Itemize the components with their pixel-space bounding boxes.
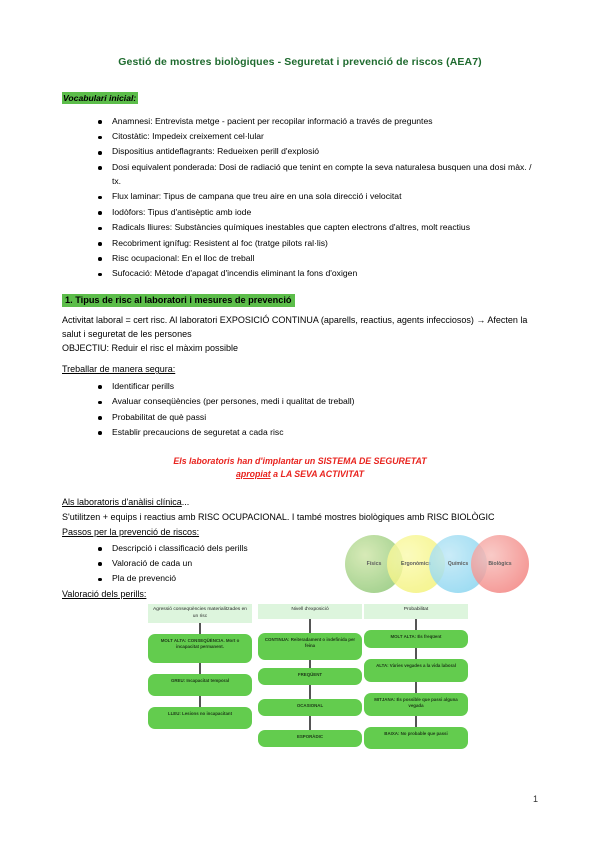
- flowchart-column-header: Nivell d'exposició: [258, 604, 362, 619]
- flowchart-box: ESPORÀDIC: [258, 730, 362, 747]
- section-1-heading: 1. Tipus de risc al laboratori i mesures…: [62, 293, 295, 308]
- list-item: Flux laminar: Tipus de campana que treu …: [98, 190, 538, 204]
- flowchart-box: MOLT ALTA: CONSEQÜÈNCIA. Mort o incapaci…: [148, 634, 252, 664]
- list-item: Identificar perills: [98, 380, 538, 394]
- flowchart-box: FREQÜENT: [258, 668, 362, 685]
- list-item: Dispositius antideflagrants: Redueixen p…: [98, 145, 538, 159]
- red-note-underlined-word: apropiat: [235, 468, 271, 479]
- list-item: Risc ocupacional: En el lloc de treball: [98, 252, 538, 266]
- labs-heading-underlined: Als laboratoris d'anàlisi clínica: [62, 497, 182, 508]
- list-item: Citostàtic: Impedeix creixement cel·lula…: [98, 130, 538, 144]
- labs-heading: Als laboratoris d'anàlisi clínica...: [62, 496, 538, 509]
- flowchart-column-header: Agressió conseqüències materialitzades e…: [148, 604, 252, 624]
- red-note-line-1: Els laboratoris han d'implantar un SISTE…: [173, 455, 427, 466]
- risk-valuation-flowchart: Agressió conseqüències materialitzades e…: [148, 604, 478, 782]
- valuation-heading: Valoració dels perills:: [62, 589, 147, 600]
- flowchart-column-exposure: Nivell d'exposició CONTINUA: Reiteradame…: [258, 604, 362, 747]
- section-1-paragraph-2: OBJECTIU: Reduir el risc el màxim possib…: [62, 342, 239, 353]
- risk-types-circles-diagram: Físics Ergonòmics Químics Biològics: [345, 535, 530, 593]
- vocabulary-list: Anamnesi: Entrevista metge - pacient per…: [62, 115, 538, 282]
- risk-circle-label: Ergonòmics: [401, 561, 431, 567]
- flowchart-column-header: Probabilitat: [364, 604, 468, 619]
- labs-paragraph: S'utilitzen + equips i reactius amb RISC…: [62, 511, 495, 522]
- safe-work-list: Identificar perills Avaluar conseqüèncie…: [62, 380, 538, 440]
- risk-circle-label: Biològics: [488, 561, 512, 567]
- vocabulary-heading-line: Vocabulari inicial:: [62, 88, 538, 106]
- flowchart-box: GREU: Incapacitat temporal: [148, 674, 252, 697]
- list-item: Descripció i classificació dels perills: [98, 542, 538, 556]
- red-note-line-2-rest: a LA SEVA ACTIVITAT: [270, 468, 365, 479]
- list-item: Radicals lliures: Substàncies químiques …: [98, 221, 538, 235]
- flowchart-column-consequences: Agressió conseqüències materialitzades e…: [148, 604, 252, 730]
- flowchart-box: OCASIONAL: [258, 699, 362, 716]
- safe-work-heading: Treballar de manera segura:: [62, 364, 176, 375]
- risk-circle-biologics: Biològics: [471, 535, 529, 593]
- flowchart-box: ALTA: Vàries vegades a la vida laboral: [364, 659, 468, 682]
- list-item: Avaluar conseqüències (per persones, med…: [98, 395, 538, 409]
- flowchart-box: LLEU: Lesions no incapacitant: [148, 707, 252, 730]
- list-item: Pla de prevenció: [98, 572, 538, 586]
- steps-heading: Passos per la prevenció de riscos:: [62, 527, 200, 538]
- section-1-paragraph-1: Activitat laboral = cert risc. Al labora…: [62, 315, 528, 339]
- labs-heading-ellipsis: ...: [181, 497, 190, 508]
- flowchart-box: BAIXA: No probable que passi: [364, 727, 468, 749]
- list-item: Sufocació: Mètode d'apagat d'incendis el…: [98, 267, 538, 281]
- list-item: Establir precaucions de seguretat a cada…: [98, 426, 538, 440]
- page-title: Gestió de mostres biològiques - Segureta…: [118, 56, 482, 68]
- flowchart-column-probability: Probabilitat MOLT ALTA: És freqüent ALTA…: [364, 604, 468, 749]
- red-note-line-2: apropiat a LA SEVA ACTIVITAT: [62, 468, 538, 481]
- steps-list: Descripció i classificació dels perills …: [62, 542, 538, 587]
- vocabulary-heading: Vocabulari inicial:: [62, 91, 139, 104]
- list-item: Recobriment ignífug: Resistent al foc (t…: [98, 237, 538, 251]
- list-item: Iodòfors: Tipus d'antisèptic amb iode: [98, 206, 538, 220]
- section-1-heading-wrap: 1. Tipus de risc al laboratori i mesures…: [62, 283, 538, 315]
- flowchart-box: MITJANA: És possible que passi alguna ve…: [364, 693, 468, 716]
- list-item: Anamnesi: Entrevista metge - pacient per…: [98, 115, 538, 129]
- flowchart-box: CONTINUA: Reiteradament o indefinida per…: [258, 633, 362, 660]
- page-number: 1: [532, 794, 538, 804]
- list-item: Probabilitat de què passi: [98, 411, 538, 425]
- list-item: Dosi equivalent ponderada: Dosi de radia…: [98, 161, 538, 189]
- list-item: Valoració de cada un: [98, 557, 538, 571]
- red-emphasis-note: Els laboratoris han d'implantar un SISTE…: [62, 455, 538, 481]
- flowchart-box: MOLT ALTA: És freqüent: [364, 630, 468, 648]
- risk-circle-label: Físics: [366, 561, 382, 567]
- risk-circle-label: Químics: [447, 561, 469, 567]
